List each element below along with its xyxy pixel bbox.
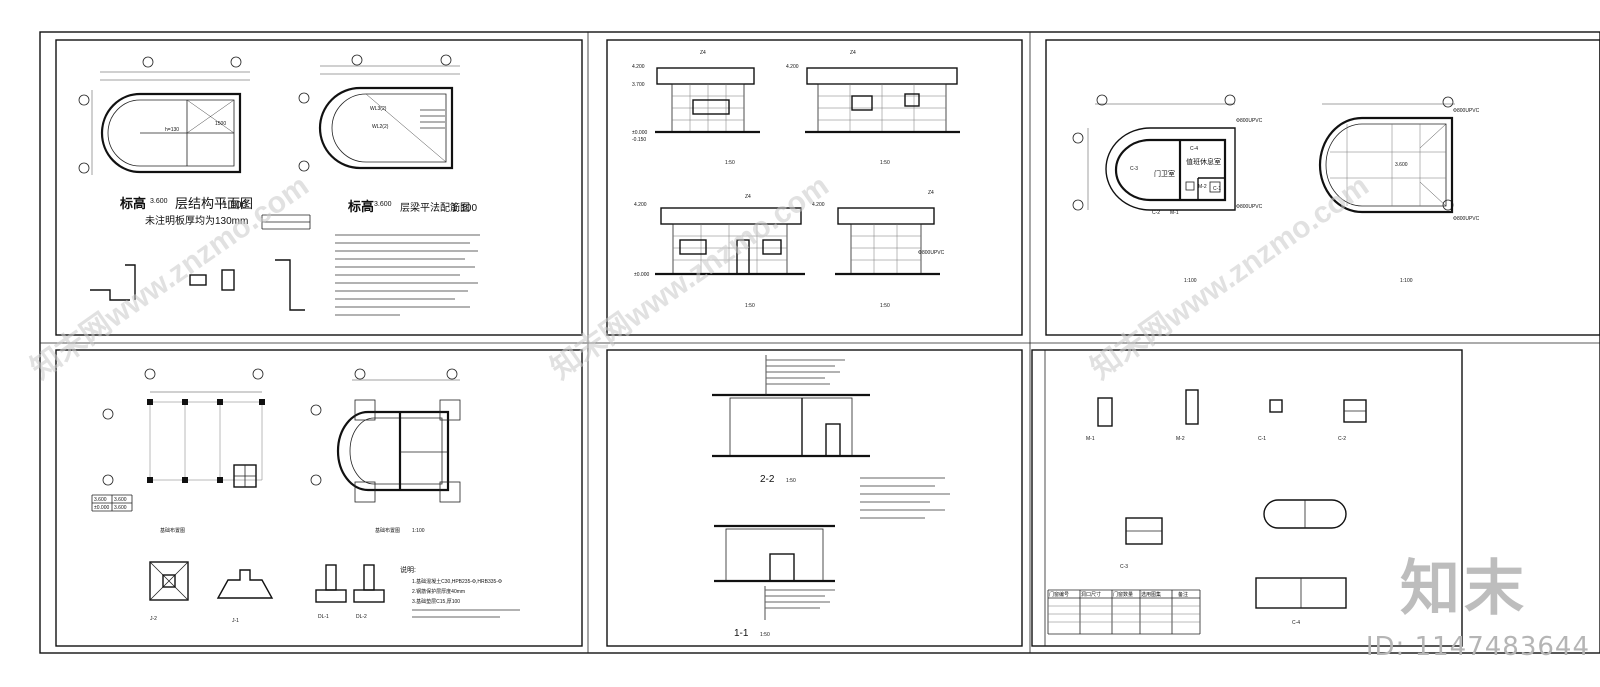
floorplan-room1: 门卫室 — [1154, 169, 1175, 178]
window-table-h3: 选用图集 — [1141, 591, 1161, 598]
elev4-level-top: 4.200 — [812, 202, 825, 208]
window-m1: M-1 — [1086, 436, 1095, 442]
elev4-scale: 1:50 — [880, 303, 890, 309]
svg-text:h=130: h=130 — [165, 127, 179, 133]
svg-text:WL2(2): WL2(2) — [372, 124, 389, 130]
level-table-r0-c1: 3.600 — [114, 497, 127, 503]
floorplan-pvc-top: Φ800UPVC — [1236, 118, 1263, 124]
panel-beam-plan: WL3(2) WL2(2) — [298, 54, 460, 172]
foundation-title: 基础布置图 — [375, 527, 400, 534]
floorplan-win-c3: C-3 — [1130, 166, 1138, 172]
plan1-level: 3.600 — [150, 198, 168, 205]
svg-text:WL3(2): WL3(2) — [370, 106, 387, 112]
elev1-level-mid: 3.700 — [632, 82, 645, 88]
brand-id: ID: 1147483644 — [1365, 632, 1590, 662]
window-c1: C-1 — [1258, 436, 1266, 442]
foundation-notes-title: 说明: — [400, 565, 416, 574]
elev1-level-zero: ±0.000 — [632, 130, 647, 136]
section-1-1-scale: 1:50 — [760, 632, 770, 638]
floorplan-pvc-bottom: Φ800UPVC — [1236, 204, 1263, 210]
panel-column-plan — [102, 368, 265, 488]
detail-j2: J-2 — [150, 616, 157, 622]
panel-roof-plan — [1318, 96, 1455, 214]
level-table-r1-c0: ±0.000 — [94, 505, 109, 511]
panel-elevations: 4.200 3.700 ±0.000 -0.150 Z4 1:50 4.200 … — [632, 50, 960, 309]
foundation-label-left: 基础布置图 — [160, 527, 185, 534]
roof-pvc-top: Φ800UPVC — [1453, 108, 1480, 114]
foundation-note-2: 2.钢筋保护层厚度40mm — [412, 588, 465, 595]
foundation-note-1: 1.基础混凝土C30,HPB235-Φ,HRB335-Φ — [412, 578, 502, 585]
window-table-h2: 门窗数量 — [1113, 591, 1133, 598]
plan1-scale: 1:100 — [222, 200, 247, 211]
brand-logo-text: 知末 — [1400, 554, 1528, 624]
elev1-band: Z4 — [700, 50, 706, 56]
elev2-scale: 1:50 — [880, 160, 890, 166]
panel-structural-plan: h=130 1500 — [78, 56, 250, 175]
panel-sections — [712, 355, 950, 620]
window-c4: C-4 — [1292, 620, 1300, 626]
foundation-note-3: 3.基础垫层C15,厚100 — [412, 598, 460, 605]
sheet-frames — [39, 31, 1600, 654]
watermark-2: 知末网www.znzmo.com — [545, 169, 835, 386]
level-table — [91, 494, 133, 512]
elev4-pvc: Φ800UPVC — [918, 250, 945, 256]
foundation-details — [149, 561, 385, 603]
section-1-1: 1-1 — [734, 628, 749, 639]
section-2-2-scale: 1:50 — [786, 478, 796, 484]
plan1-title: 标高 — [119, 196, 146, 211]
elev3-band: Z4 — [745, 194, 751, 200]
section-2-2: 2-2 — [760, 474, 775, 485]
level-table-r0-c0: 3.600 — [94, 497, 107, 503]
watermark-1: 知末网www.znzmo.com — [25, 169, 315, 386]
window-table-h4: 备注 — [1178, 591, 1188, 598]
elev3-level-top: 4.200 — [634, 202, 647, 208]
window-table-h1: 洞口尺寸 — [1081, 591, 1101, 598]
plan2-title: 标高 — [347, 199, 374, 214]
plan2-notes-lines — [335, 234, 480, 316]
elev2-level-top: 4.200 — [786, 64, 799, 70]
elev1-level-neg: -0.150 — [632, 137, 646, 143]
plan1-title-rest: 层结构平面图 — [175, 196, 253, 211]
panel-window-details — [1044, 350, 1367, 646]
roof-level: 3.600 — [1395, 162, 1408, 168]
floorplan-win-c1: C-1 — [1213, 186, 1221, 192]
roof-scale: 1:100 — [1400, 278, 1413, 284]
elev1-scale: 1:50 — [725, 160, 735, 166]
elev4-band: Z4 — [928, 190, 934, 196]
detail-j1: J-1 — [232, 618, 239, 624]
plan2-title-rest: 层梁平法配筋图 — [400, 201, 470, 214]
elev1-level-top: 4.200 — [632, 64, 645, 70]
floorplan-scale: 1:100 — [1184, 278, 1197, 284]
floorplan-win-c2: C-2 — [1152, 210, 1160, 216]
elev3-level-zero: ±0.000 — [634, 272, 649, 278]
floorplan-room2: 值班休息室 — [1186, 157, 1221, 166]
floorplan-win-m2: M-2 — [1198, 184, 1207, 190]
floorplan-win-m1: M-1 — [1170, 210, 1179, 216]
panel-structural-details — [90, 214, 311, 311]
roof-pvc-bottom: Φ800UPVC — [1453, 216, 1480, 222]
plan2-scale: 1:100 — [452, 203, 477, 214]
window-m2: M-2 — [1176, 436, 1185, 442]
floorplan-win-c4: C-4 — [1190, 146, 1198, 152]
svg-text:1500: 1500 — [215, 121, 226, 127]
panel-floor-plan — [1072, 94, 1236, 211]
detail-dl2: DL-2 — [356, 614, 367, 620]
window-table-h0: 门窗编号 — [1049, 591, 1069, 598]
watermark-3: 知末网www.znzmo.com — [1085, 169, 1375, 386]
elev2-band: Z4 — [850, 50, 856, 56]
plan2-level: 3.600 — [374, 201, 392, 208]
level-table-r1-c1: 3.600 — [114, 505, 127, 511]
panel-foundation-plan — [310, 368, 461, 503]
detail-dl1: DL-1 — [318, 614, 329, 620]
foundation-notes-lines — [412, 609, 520, 618]
elev3-scale: 1:50 — [745, 303, 755, 309]
foundation-scale: 1:100 — [412, 528, 425, 534]
plan1-note: 未注明板厚均为130mm — [145, 214, 248, 227]
window-c2: C-2 — [1338, 436, 1346, 442]
window-c3: C-3 — [1120, 564, 1128, 570]
